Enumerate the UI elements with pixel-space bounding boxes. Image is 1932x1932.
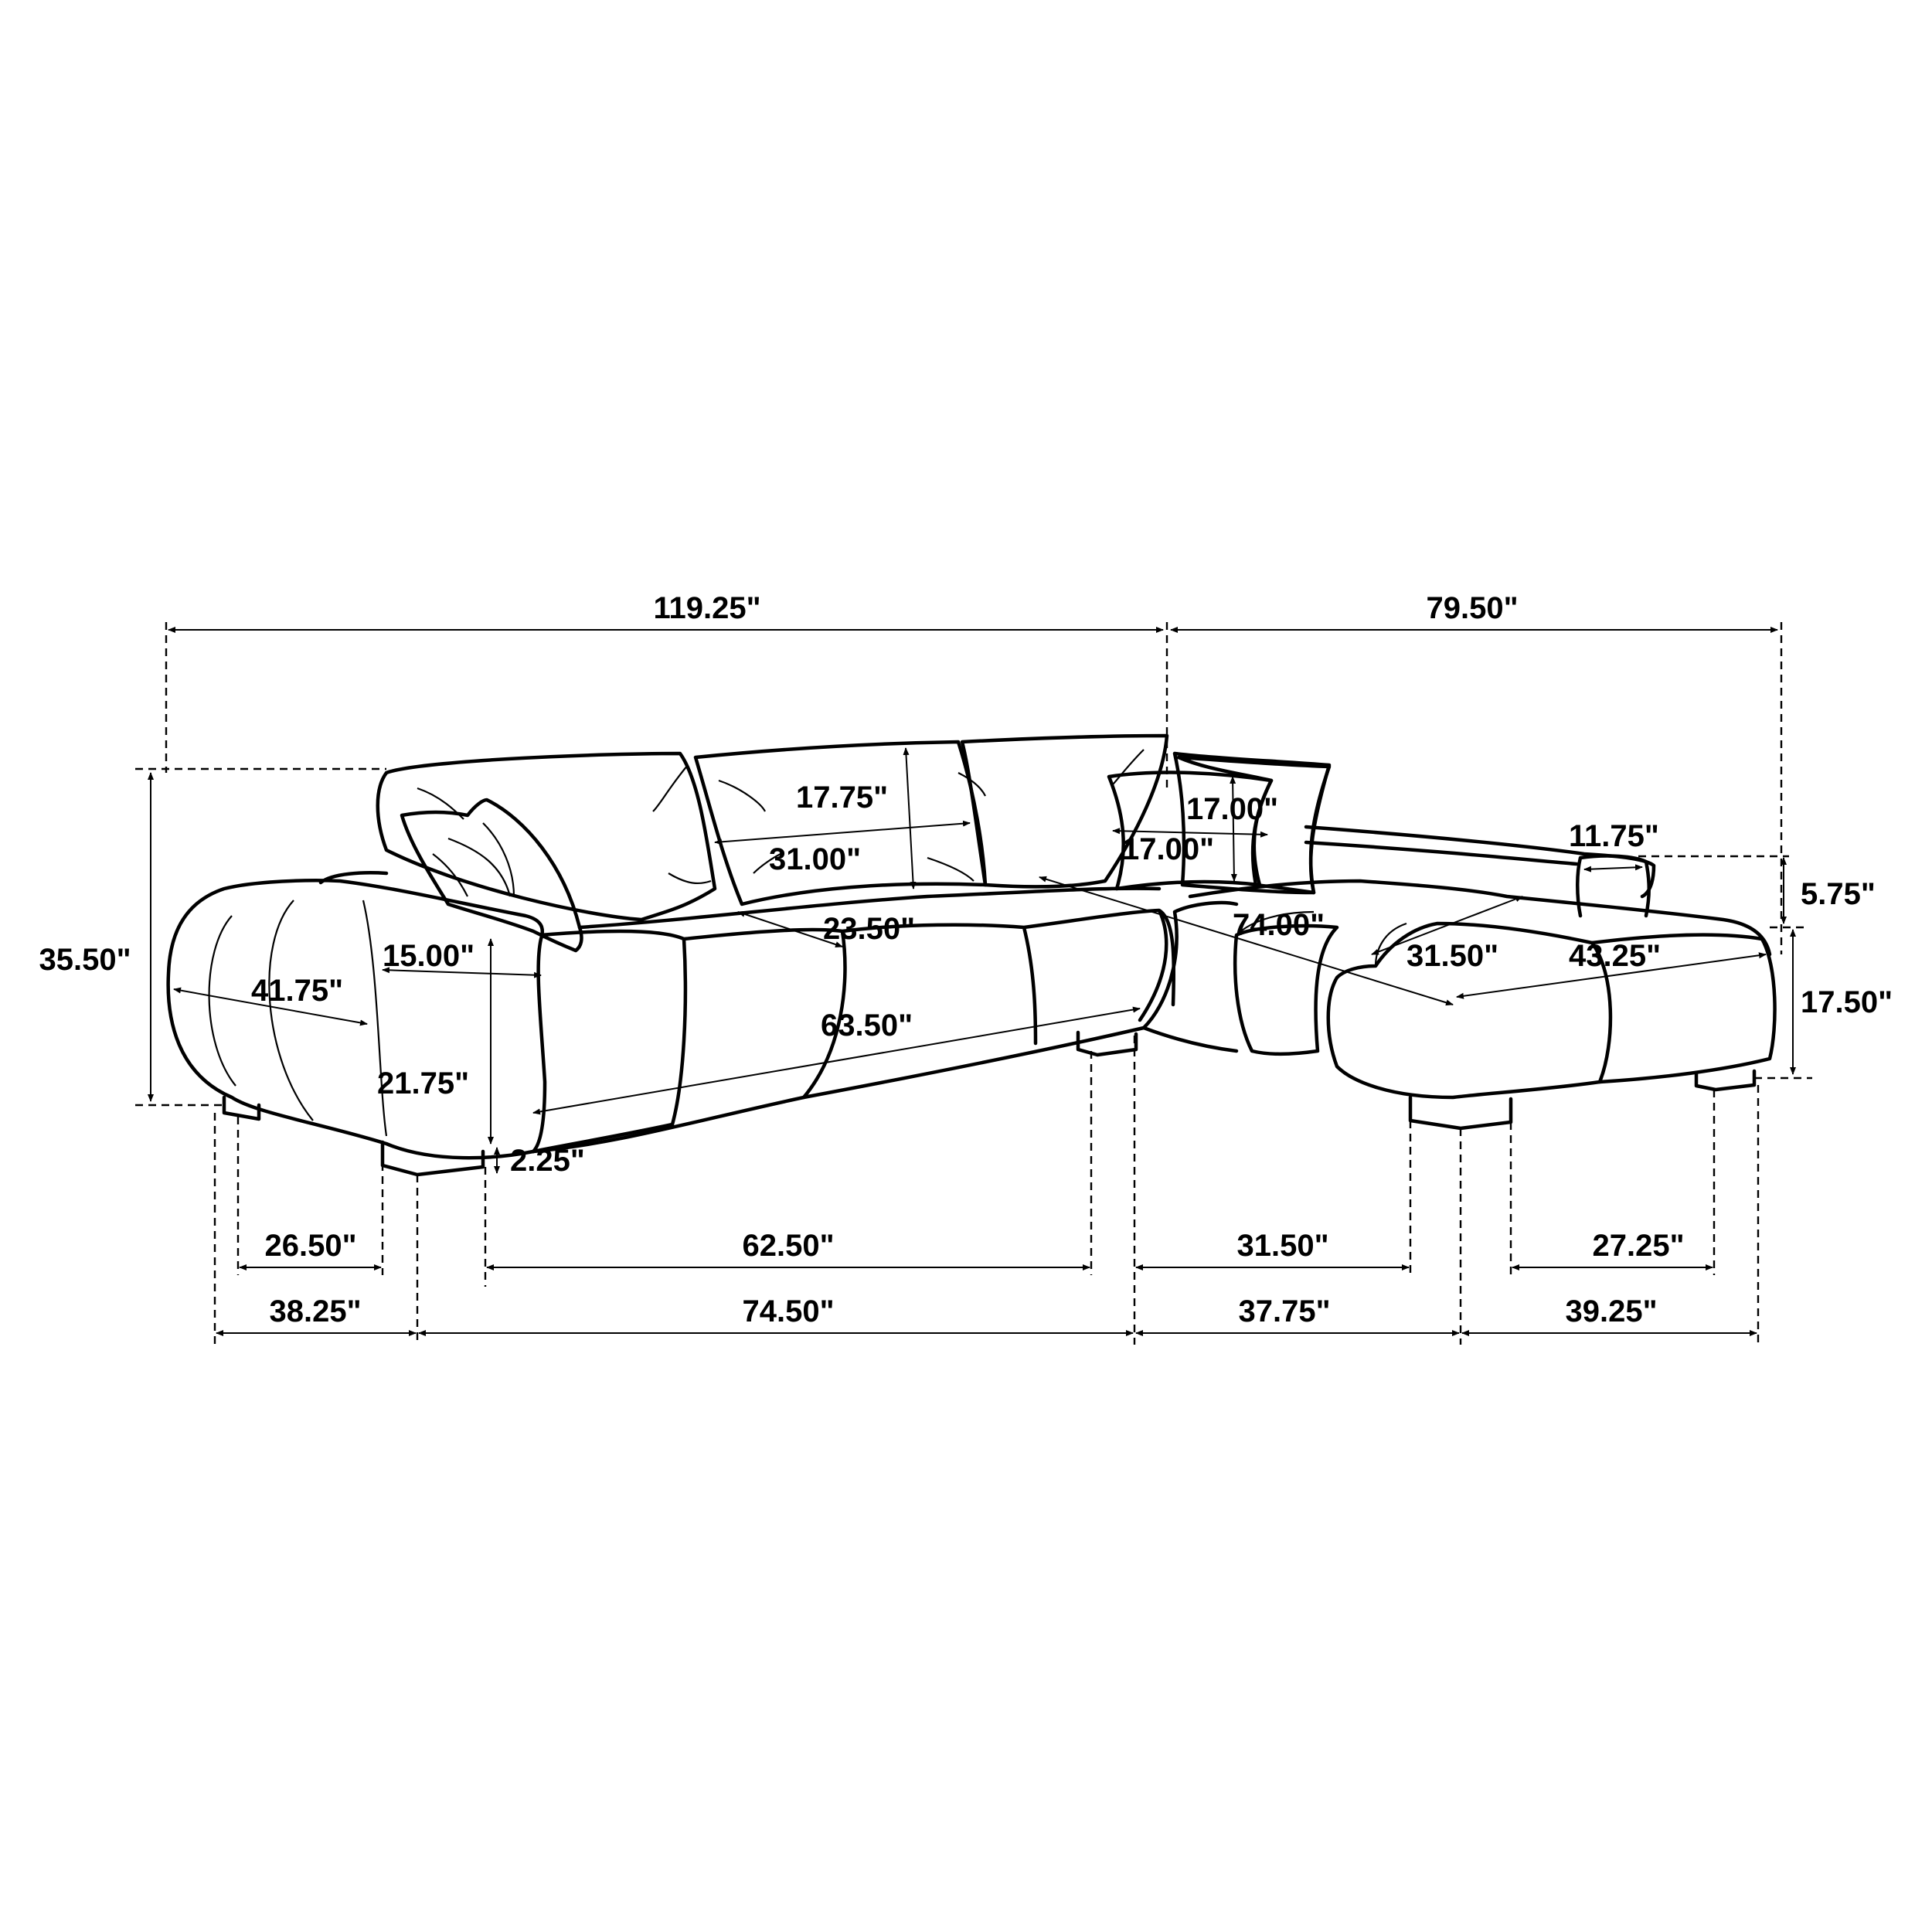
chaise-front-right-cushion — [1590, 933, 1777, 1084]
label-arm-width: 15.00" — [383, 939, 474, 973]
label-base-chaise: 37.75" — [1238, 1294, 1330, 1328]
crease-marks — [417, 749, 1145, 885]
label-leg-span-left: 26.50" — [264, 1229, 356, 1263]
label-pillow-height: 17.00" — [1186, 792, 1278, 826]
label-back-cushion-height: 17.75" — [796, 781, 888, 815]
leg-chaise-front — [1408, 1095, 1513, 1131]
chaise-left-cushion — [1233, 923, 1339, 1056]
label-back-arm-height: 5.75" — [1801, 877, 1876, 911]
label-back-cushion-width: 31.00" — [769, 842, 861, 876]
label-chaise-width: 79.50" — [1426, 591, 1518, 625]
left-arm — [166, 879, 547, 1160]
label-seat-width: 63.50" — [821, 1009, 913, 1043]
label-chaise-seat-width: 31.50" — [1406, 939, 1498, 973]
label-leg-span-middle: 62.50" — [742, 1229, 834, 1263]
label-seat-cushion-depth: 23.50" — [823, 912, 915, 946]
label-back-arm-width: 11.75" — [1569, 819, 1659, 853]
back-cushion-middle — [693, 740, 988, 906]
back-cushion-right — [960, 733, 1169, 889]
label-chaise-seat-length: 43.25" — [1569, 939, 1661, 973]
label-base-left: 38.25" — [269, 1294, 361, 1328]
label-leg-span-chaise: 31.50" — [1236, 1229, 1328, 1263]
label-total-width: 119.25" — [653, 591, 760, 625]
label-arm-height: 21.75" — [377, 1066, 469, 1100]
leg-left-back — [222, 1095, 261, 1121]
back-cushion-left — [376, 751, 717, 922]
label-pillow-width: 17.00" — [1122, 832, 1214, 866]
leg-chaise-right — [1694, 1069, 1757, 1092]
label-base-right: 39.25" — [1565, 1294, 1657, 1328]
dimension-labels: 119.25" 79.50" 35.50" 41.75" 15.00" 21.7… — [39, 591, 1893, 1328]
throw-pillow-left — [400, 798, 583, 953]
left-arm-top — [318, 871, 389, 885]
label-chaise-length: 74.00" — [1233, 908, 1325, 942]
label-seat-depth: 41.75" — [251, 974, 343, 1008]
chaise-back-arm — [1304, 825, 1656, 899]
label-overall-height: 35.50" — [39, 943, 131, 977]
label-base-middle: 74.50" — [742, 1294, 834, 1328]
label-leg-span-right: 27.25" — [1592, 1229, 1684, 1263]
label-seat-height: 17.50" — [1801, 985, 1893, 1019]
dimension-lines — [135, 622, 1812, 1345]
chaise-side — [1141, 900, 1239, 1053]
label-leg-height: 2.25" — [510, 1144, 585, 1178]
